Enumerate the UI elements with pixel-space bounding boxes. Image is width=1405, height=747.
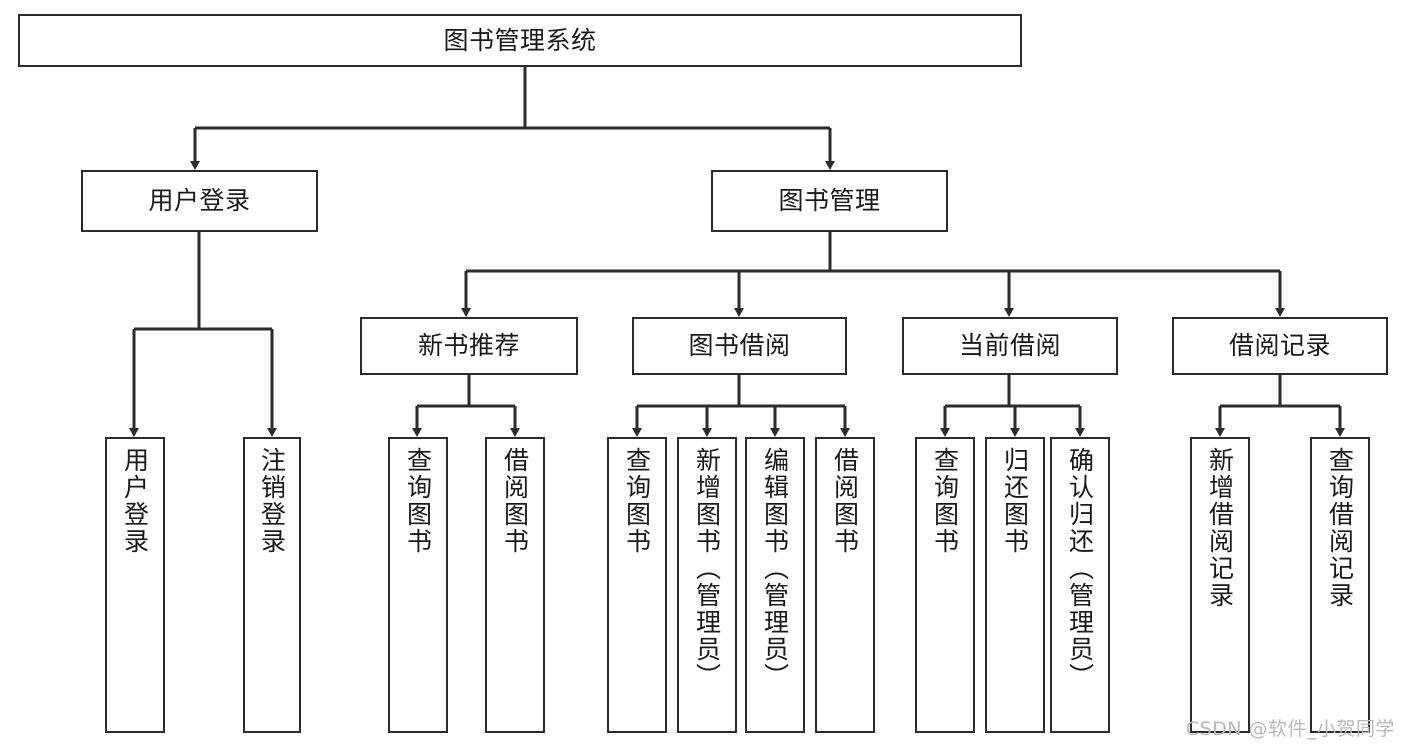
node-current-borrow[interactable]: 当前借阅 <box>902 317 1118 375</box>
node-label: 用户登录 <box>148 186 251 215</box>
node-label: 借阅记录 <box>1228 331 1331 360</box>
node-label: 注销登录 <box>257 447 287 555</box>
node-book-management[interactable]: 图书管理 <box>711 170 948 232</box>
leaf-logout-login[interactable]: 注销登录 <box>243 437 301 733</box>
node-label: 借阅图书 <box>830 447 860 555</box>
node-label: 查询图书 <box>930 447 960 555</box>
node-label: 图书借阅 <box>688 331 791 360</box>
leaf-borrow-book[interactable]: 借阅图书 <box>815 437 875 733</box>
node-label: 查询借阅记录 <box>1325 447 1355 609</box>
node-label: 图书管理 <box>778 186 881 215</box>
leaf-add-book-admin[interactable]: 新增图书（管理员） <box>677 437 737 733</box>
node-root-system[interactable]: 图书管理系统 <box>18 14 1022 67</box>
leaf-query-book-newbook[interactable]: 查询图书 <box>388 437 448 733</box>
node-label: 当前借阅 <box>958 331 1061 360</box>
node-book-borrow[interactable]: 图书借阅 <box>632 317 847 375</box>
leaf-return-book[interactable]: 归还图书 <box>985 437 1045 733</box>
node-label: 用户登录 <box>120 447 150 555</box>
node-borrow-records[interactable]: 借阅记录 <box>1172 317 1388 375</box>
leaf-user-login[interactable]: 用户登录 <box>105 437 165 733</box>
node-label: 图书管理系统 <box>443 25 597 55</box>
node-label: 查询图书 <box>622 447 652 555</box>
leaf-confirm-return-admin[interactable]: 确认归还（管理员） <box>1050 437 1110 733</box>
node-label: 编辑图书（管理员） <box>760 447 790 690</box>
node-label: 新书推荐 <box>417 331 520 360</box>
node-label: 新增图书（管理员） <box>692 447 722 690</box>
leaf-query-book-borrow[interactable]: 查询图书 <box>607 437 667 733</box>
node-label: 查询图书 <box>403 447 433 555</box>
leaf-query-book-current[interactable]: 查询图书 <box>915 437 975 733</box>
node-new-book-recommend[interactable]: 新书推荐 <box>360 317 578 375</box>
node-label: 新增借阅记录 <box>1205 447 1235 609</box>
node-label: 确认归还（管理员） <box>1065 447 1095 690</box>
node-label: 借阅图书 <box>500 447 530 555</box>
leaf-borrow-book-newbook[interactable]: 借阅图书 <box>485 437 545 733</box>
leaf-query-borrow-record[interactable]: 查询借阅记录 <box>1310 437 1370 733</box>
leaf-add-borrow-record[interactable]: 新增借阅记录 <box>1190 437 1250 733</box>
node-user-login[interactable]: 用户登录 <box>81 170 318 232</box>
node-label: 归还图书 <box>1000 447 1030 555</box>
leaf-edit-book-admin[interactable]: 编辑图书（管理员） <box>745 437 805 733</box>
